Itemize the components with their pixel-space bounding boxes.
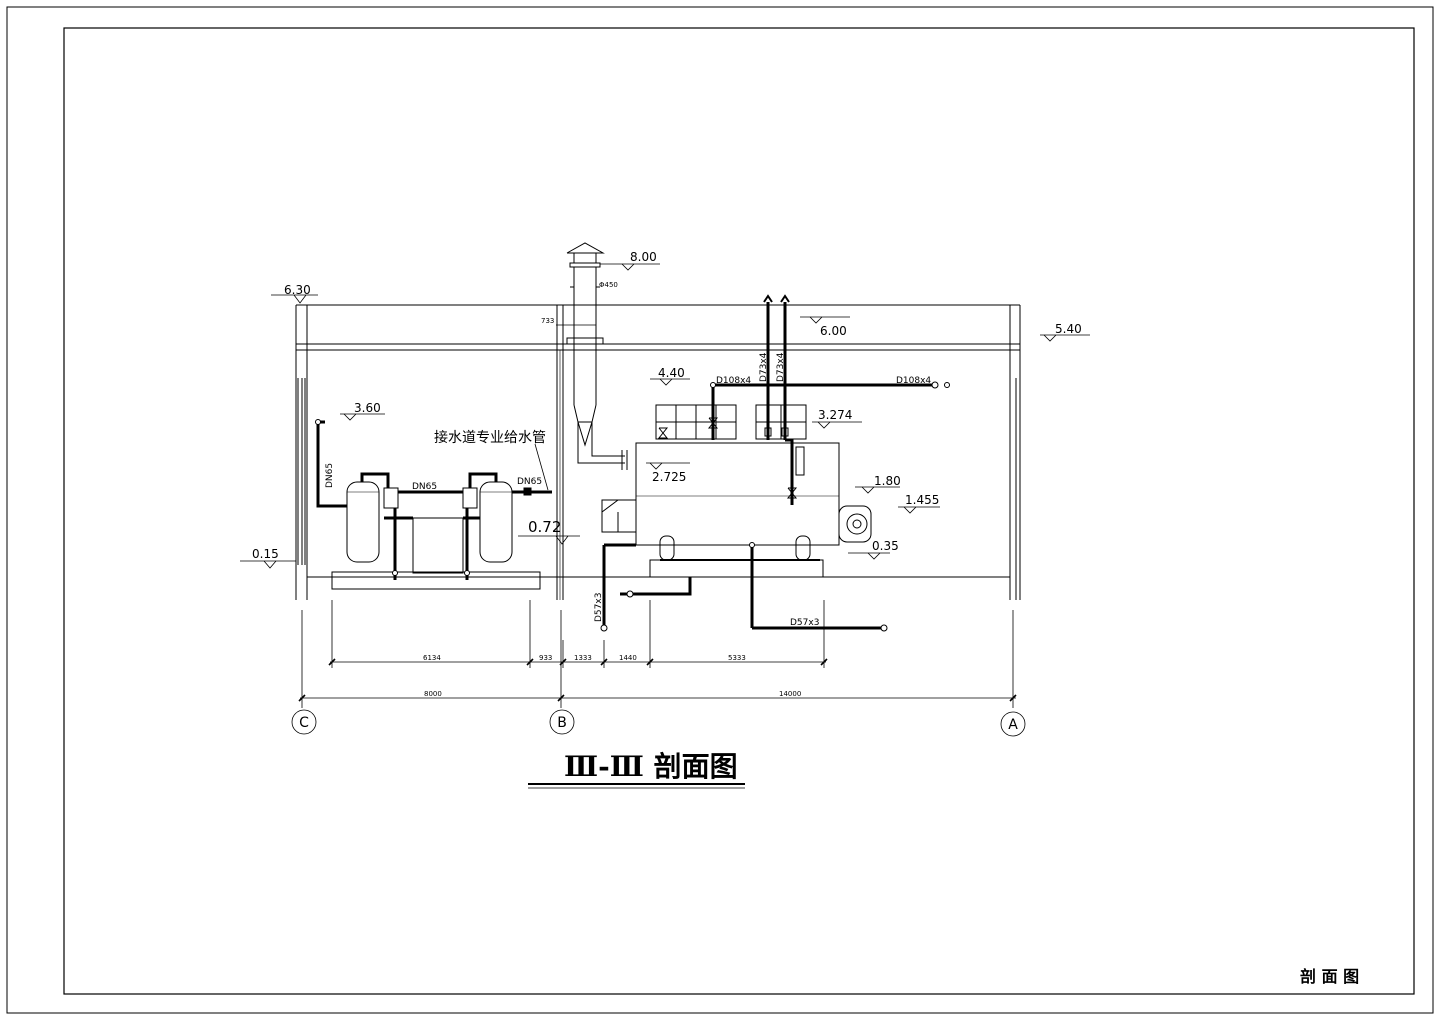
chimney-dia-label: Φ450	[599, 281, 618, 289]
water-supply-note: 接水道专业给水管	[434, 429, 546, 446]
elev-3-274: 3.274	[818, 408, 852, 422]
elev-3-60: 3.60	[354, 401, 381, 415]
d57-vertical-label: D57x3	[594, 593, 604, 622]
axis-c-label: C	[299, 715, 309, 731]
left-softener-tank	[346, 481, 380, 563]
elev-0-35: 0.35	[872, 539, 899, 553]
building-structure	[295, 304, 1021, 600]
elev-1-80: 1.80	[874, 474, 901, 488]
boiler-equipment	[600, 294, 950, 632]
water-treatment-equipment	[315, 419, 552, 590]
d108-left-label: D108x4	[716, 376, 751, 386]
burner	[601, 499, 637, 533]
dn65-vertical-label: DN65	[325, 463, 335, 488]
axis-a-label: A	[1008, 717, 1018, 733]
dim-5333: 5333	[728, 654, 746, 662]
elev-5-40: 5.40	[1055, 322, 1082, 336]
outer-border	[6, 6, 1434, 1014]
chimney-offset-label: 733	[541, 317, 554, 325]
d73-b-label: D73x4	[776, 352, 786, 382]
chimney	[556, 242, 628, 470]
d73-a-label: D73x4	[759, 352, 769, 382]
d108-right-label: D108x4	[896, 376, 931, 386]
dim-1440: 1440	[619, 654, 637, 662]
dn65-mid-label: DN65	[412, 482, 437, 492]
d57-horizontal-label: D57x3	[790, 618, 819, 628]
dim-933: 933	[539, 654, 552, 662]
elev-0-15: 0.15	[252, 547, 279, 561]
drawing-title: Ⅲ-Ⅲ 剖面图	[564, 750, 738, 783]
elev-4-40: 4.40	[658, 366, 685, 380]
elev-6-00: 6.00	[820, 324, 847, 338]
elev-6-30: 6.30	[284, 283, 311, 297]
elev-8-00: 8.00	[630, 250, 657, 264]
inner-border	[63, 27, 1415, 995]
elevation-markers	[240, 263, 1090, 569]
dim-6134: 6134	[423, 654, 441, 662]
dimension-lines	[291, 600, 1026, 789]
right-softener-tank	[479, 481, 513, 563]
dn65-right-label: DN65	[517, 477, 542, 487]
elev-1-455: 1.455	[905, 493, 939, 507]
elev-0-72: 0.72	[528, 518, 561, 536]
water-box	[412, 517, 464, 574]
boiler-body	[635, 442, 840, 546]
axis-b-bubble	[549, 709, 575, 735]
axis-a-bubble	[1000, 711, 1026, 737]
dim-8000: 8000	[424, 690, 442, 698]
dim-14000: 14000	[779, 690, 801, 698]
axis-c-bubble	[291, 709, 317, 735]
elev-2-725: 2.725	[652, 470, 686, 484]
axis-b-label: B	[557, 715, 567, 731]
sheet-label: 剖 面 图	[1300, 967, 1359, 986]
dim-1333: 1333	[574, 654, 592, 662]
blower	[838, 505, 872, 543]
